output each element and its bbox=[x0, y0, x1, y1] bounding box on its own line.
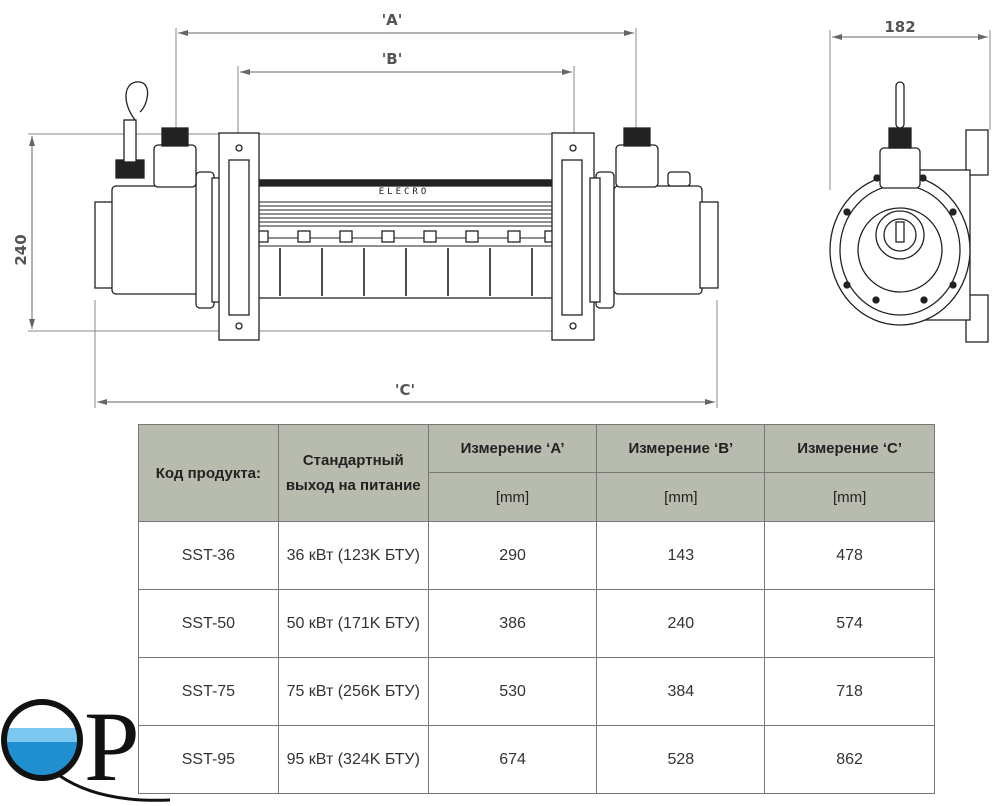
dimension-a-label: 'A' bbox=[382, 11, 403, 29]
dimension-b-label: 'B' bbox=[382, 50, 403, 68]
dimension-height-label: 240 bbox=[12, 234, 30, 265]
dimension-c: 862 bbox=[764, 725, 935, 794]
dimension-width-label: 182 bbox=[884, 18, 915, 36]
specifications-table: Код продукта: Стандартный выход на питан… bbox=[138, 424, 935, 794]
brand-label: ELECRO bbox=[379, 187, 430, 197]
technical-drawing: 'A' 'B' 'C' 182 240 ELECRO bbox=[12, 11, 991, 408]
power-output: 36 кВт (123K БТУ) bbox=[277, 521, 429, 590]
header-dimension-c: Измерение ‘C’ bbox=[764, 424, 935, 473]
table-row: SST-50 50 кВт (171K БТУ) 386 240 574 bbox=[138, 589, 935, 658]
dimension-c: 478 bbox=[764, 521, 935, 590]
dimension-b: 528 bbox=[596, 725, 766, 794]
dimension-c: 718 bbox=[764, 657, 935, 726]
dimension-a: 674 bbox=[427, 725, 598, 794]
header-unit-c: [mm] bbox=[764, 472, 935, 522]
header-dimension-b: Измерение ‘B’ bbox=[596, 424, 766, 473]
product-code: SST-36 bbox=[138, 521, 279, 590]
header-product-code: Код продукта: bbox=[138, 424, 279, 522]
dimension-a: 290 bbox=[427, 521, 598, 590]
product-code: SST-75 bbox=[138, 657, 279, 726]
qp-logo: P bbox=[1, 691, 171, 802]
dimension-a: 386 bbox=[427, 589, 598, 658]
power-output: 75 кВт (256K БТУ) bbox=[277, 657, 429, 726]
power-output: 95 кВт (324K БТУ) bbox=[277, 725, 429, 794]
heater-side-view bbox=[829, 81, 989, 343]
dimension-b: 384 bbox=[596, 657, 766, 726]
dimension-c: 574 bbox=[764, 589, 935, 658]
table-row: SST-36 36 кВт (123K БТУ) 290 143 478 bbox=[138, 521, 935, 590]
header-power-output: Стандартный выход на питание bbox=[277, 424, 429, 522]
product-code: SST-95 bbox=[138, 725, 279, 794]
dimension-c-label: 'C' bbox=[395, 381, 415, 399]
header-unit-b: [mm] bbox=[596, 472, 766, 522]
power-output: 50 кВт (171K БТУ) bbox=[277, 589, 429, 658]
dimension-b: 143 bbox=[596, 521, 766, 590]
header-unit-a: [mm] bbox=[427, 472, 598, 522]
table-row: SST-95 95 кВт (324K БТУ) 674 528 862 bbox=[138, 725, 935, 794]
header-dimension-a: Измерение ‘A’ bbox=[427, 424, 598, 473]
dimension-b: 240 bbox=[596, 589, 766, 658]
dimension-a: 530 bbox=[427, 657, 598, 726]
svg-text:P: P bbox=[84, 691, 140, 802]
heater-front-view: ELECRO bbox=[94, 81, 719, 341]
product-code: SST-50 bbox=[138, 589, 279, 658]
table-row: SST-75 75 кВт (256K БТУ) 530 384 718 bbox=[138, 657, 935, 726]
